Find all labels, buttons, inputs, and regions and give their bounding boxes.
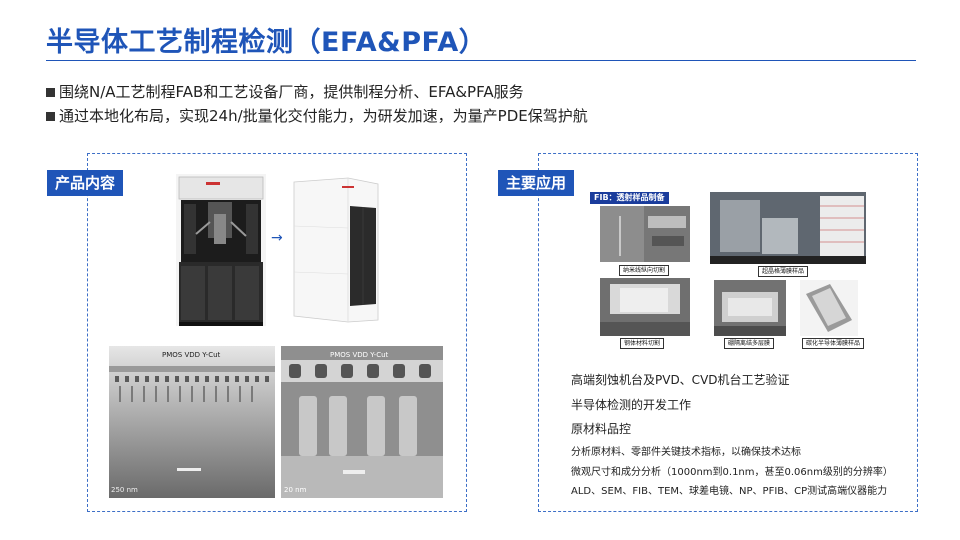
detail-item: 微观尺寸和成分分析（1000nm到0.1nm，甚至0.06nm级别的分辨率） [571, 466, 893, 478]
page-title: 半导体工艺制程检测（EFA&PFA） [46, 27, 487, 58]
detail-item: ALD、SEM、FIB、TEM、球差电镜、NP、PFIB、CP测试高端仪器能力 [571, 486, 888, 497]
fib-section-header: FIB：透射样品制备 [590, 192, 669, 204]
fib-instrument-enclosed-image [293, 177, 379, 323]
sem-image-nanowire [600, 206, 690, 262]
square-bullet-icon [46, 111, 55, 121]
product-content-tag: 产品内容 [47, 170, 124, 196]
bullet-item: 围绕N/A工艺制程FAB和工艺设备厂商，提供制程分析、EFA&PFA服务 [46, 80, 588, 104]
product-content-panel [87, 153, 467, 512]
tem-micrograph-left [109, 346, 275, 498]
bullet-item: 通过本地化布局，实现24h/批量化交付能力，为研发加速，为量产PDE保驾护航 [46, 104, 588, 128]
tem-micrograph-right [281, 346, 443, 498]
application-item: 高端刻蚀机台及PVD、CVD机台工艺验证 [571, 373, 790, 387]
fib-instrument-open-image [176, 174, 266, 326]
arrow-icon: → [271, 230, 283, 246]
sem-image-bulk-cut [600, 278, 690, 336]
caption-label: 碳化半导体薄膜样品 [802, 338, 865, 349]
tem-image-thin-film [800, 280, 858, 336]
intro-bullets: 围绕N/A工艺制程FAB和工艺设备厂商，提供制程分析、EFA&PFA服务 通过本… [46, 80, 588, 128]
caption-label: 超晶格薄膜样品 [758, 266, 809, 277]
micrograph-label: PMOS VDD Y-Cut [330, 351, 389, 359]
caption-label: 纳米线纵向切割 [619, 265, 670, 276]
scale-bar-label: 250 nm [111, 486, 138, 494]
title-underline [46, 60, 916, 61]
caption-label: 钢体材料切割 [620, 338, 665, 349]
sem-image-superlattice [710, 192, 866, 264]
square-bullet-icon [46, 87, 55, 97]
detail-item: 分析原材料、零部件关键技术指标，以确保技术达标 [571, 447, 801, 458]
application-item: 半导体检测的开发工作 [571, 397, 692, 412]
application-item: 原材料品控 [571, 422, 632, 436]
main-applications-panel [538, 153, 918, 512]
application-list: 高端刻蚀机台及PVD、CVD机台工艺验证 半导体检测的开发工作 原材料品控 [571, 368, 790, 442]
main-applications-tag: 主要应用 [498, 170, 575, 196]
micrograph-label: PMOS VDD Y-Cut [162, 351, 221, 359]
detail-list: 分析原材料、零部件关键技术指标，以确保技术达标 微观尺寸和成分分析（1000nm… [571, 443, 893, 502]
bullet-text: 围绕N/A工艺制程FAB和工艺设备厂商，提供制程分析、EFA&PFA服务 [59, 83, 524, 101]
scale-bar-label: 20 nm [284, 486, 307, 494]
caption-label: 硼隔离结多层膜 [724, 338, 775, 349]
sem-image-multilayer [714, 280, 786, 336]
bullet-text: 通过本地化布局，实现24h/批量化交付能力，为研发加速，为量产PDE保驾护航 [59, 107, 588, 125]
